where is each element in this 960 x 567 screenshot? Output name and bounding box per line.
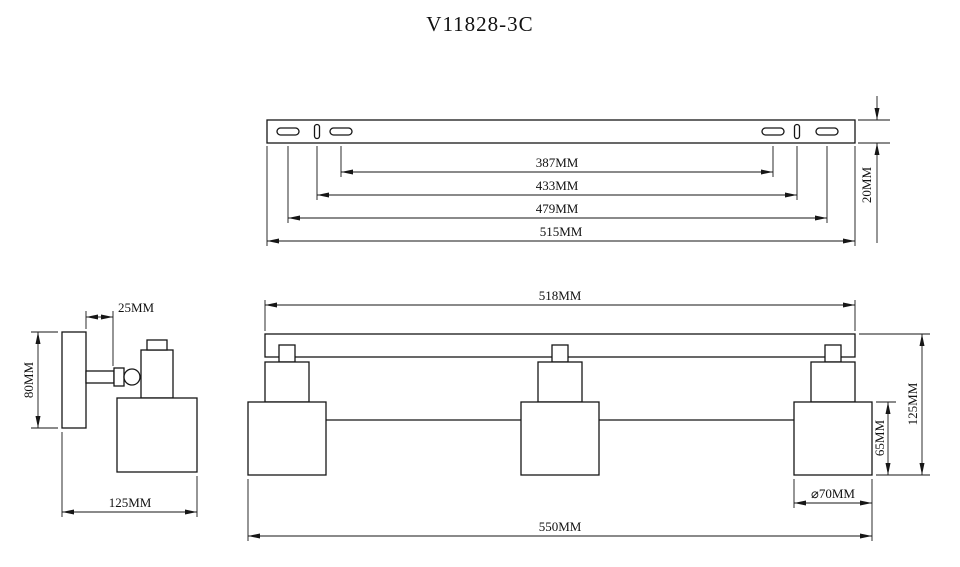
- side-lamp-cap: [146, 339, 168, 351]
- front-lamp-left: [247, 344, 327, 476]
- bracket-hole-left: [313, 123, 321, 140]
- bracket-slot-right-outer: [815, 127, 839, 136]
- front-lamp-right: [793, 344, 873, 476]
- dim-125-height: 125MM: [859, 333, 930, 476]
- dim-label-25: 25MM: [118, 300, 155, 315]
- bracket-outline: [266, 119, 856, 144]
- bracket-hole-right: [793, 123, 801, 140]
- dim-515: 515MM: [266, 146, 856, 246]
- side-joint: [113, 367, 125, 387]
- bracket-slot-left-inner: [329, 127, 353, 136]
- dim-387: 387MM: [340, 146, 774, 177]
- dim-25: 25MM: [85, 300, 155, 366]
- dim-70: ⌀70MM: [793, 479, 872, 508]
- dim-65: 65MM: [872, 401, 896, 475]
- dim-label-80: 80MM: [21, 362, 36, 399]
- dim-label-65: 65MM: [872, 420, 887, 457]
- drawing-title: V11828-3C: [426, 12, 533, 36]
- side-lamp-body: [140, 349, 174, 399]
- front-lamp-center: [520, 344, 600, 476]
- lamp-shade: [247, 401, 327, 476]
- dim-label-125-depth: 125MM: [109, 495, 152, 510]
- side-arm: [85, 370, 115, 384]
- lamp-shade: [520, 401, 600, 476]
- dim-label-518: 518MM: [539, 288, 582, 303]
- dim-label-515: 515MM: [540, 224, 583, 239]
- dim-label-387: 387MM: [536, 155, 579, 170]
- side-lamp-shade: [116, 397, 198, 473]
- fixture-front-view: 518MM 65MM 125MM ⌀70MM 550MM: [247, 288, 930, 541]
- lamp-socket: [810, 361, 856, 403]
- dim-479: 479MM: [287, 146, 828, 223]
- side-backplate: [61, 331, 87, 429]
- dim-433: 433MM: [316, 146, 798, 200]
- dim-125-depth: 125MM: [61, 432, 198, 517]
- lamp-nub: [824, 344, 842, 363]
- dim-label-433: 433MM: [536, 178, 579, 193]
- bracket-slot-left-outer: [276, 127, 300, 136]
- bracket-slots: [276, 123, 839, 140]
- lamp-socket: [537, 361, 583, 403]
- lamp-side-view: 80MM 25MM 125MM: [21, 300, 198, 517]
- dim-label-70: ⌀70MM: [811, 486, 855, 501]
- dim-518: 518MM: [264, 288, 856, 331]
- lamp-shade: [793, 401, 873, 476]
- lamp-nub: [551, 344, 569, 363]
- dim-label-479: 479MM: [536, 201, 579, 216]
- dim-label-125-height: 125MM: [905, 382, 920, 425]
- dim-20: 20MM: [858, 96, 890, 243]
- lamp-nub: [278, 344, 296, 363]
- lamp-socket: [264, 361, 310, 403]
- dim-550: 550MM: [247, 479, 873, 541]
- dim-80: 80MM: [21, 331, 58, 429]
- bracket-slot-right-inner: [761, 127, 785, 136]
- side-knuckle: [123, 368, 141, 386]
- dim-label-550: 550MM: [539, 519, 582, 534]
- bracket-top-view: 387MM 433MM 479MM 515MM 20MM: [266, 96, 890, 246]
- dim-label-20: 20MM: [859, 167, 874, 204]
